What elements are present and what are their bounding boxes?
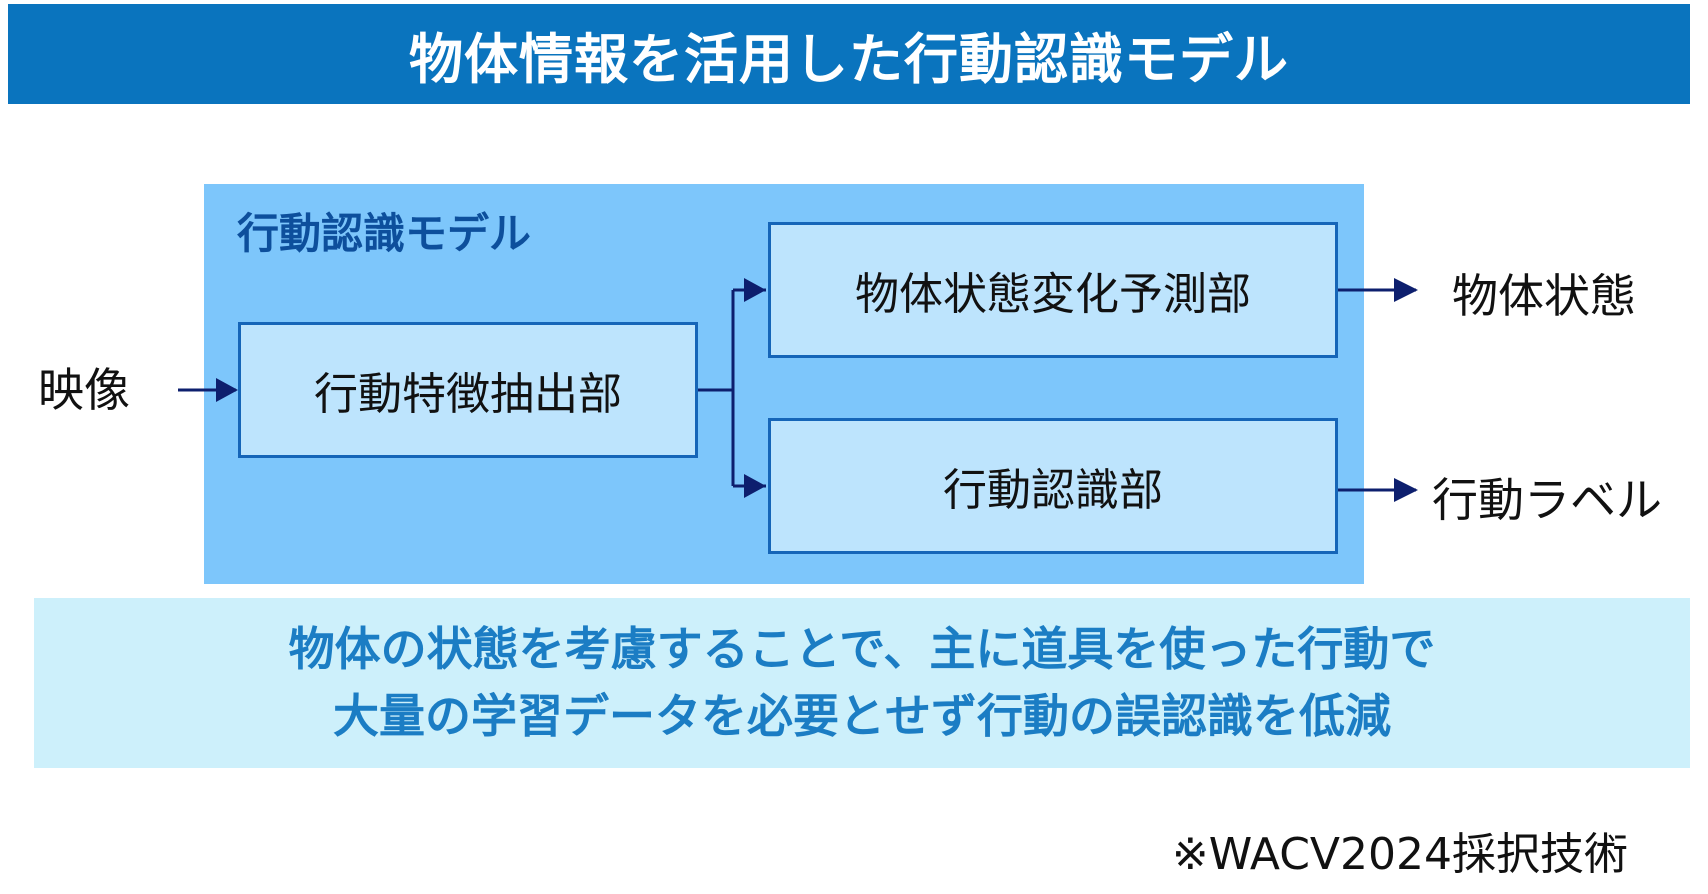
model-label: 行動認識モデル	[237, 209, 532, 258]
feature-extractor-label: 行動特徴抽出部	[314, 369, 622, 420]
title-banner: 物体情報を活用した行動認識モデル	[8, 4, 1690, 104]
action-recognizer-box: 行動認識部	[768, 418, 1338, 554]
summary-panel: 物体の状態を考慮することで、主に道具を使った行動で 大量の学習データを必要とせず…	[34, 598, 1690, 768]
output-state-label: 物体状態	[1452, 269, 1636, 323]
branch-to-recog-head	[744, 474, 766, 498]
footnote: ※WACV2024採択技術	[1171, 829, 1628, 880]
summary-line-1: 物体の状態を考慮することで、主に道具を使った行動で	[288, 622, 1436, 677]
action-recognizer-label: 行動認識部	[943, 465, 1163, 516]
input-arrow-head	[216, 378, 238, 402]
page-title: 物体情報を活用した行動認識モデル	[409, 27, 1289, 91]
feature-extractor-box: 行動特徴抽出部	[238, 322, 698, 458]
branch-to-state-head	[744, 278, 766, 302]
summary-line-2: 大量の学習データを必要とせず行動の誤認識を低減	[333, 689, 1391, 743]
input-label: 映像	[38, 363, 130, 417]
state-output-arrow-head	[1394, 278, 1418, 302]
output-action-label: 行動ラベル	[1432, 473, 1662, 527]
state-predictor-label: 物体状態変化予測部	[855, 269, 1251, 320]
label-output-arrow-head	[1394, 478, 1418, 502]
state-predictor-box: 物体状態変化予測部	[768, 222, 1338, 358]
